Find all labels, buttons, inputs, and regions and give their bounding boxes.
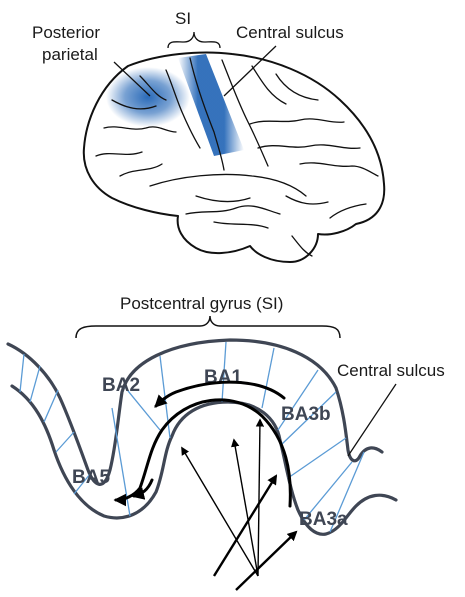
postcentral-gyrus-brace xyxy=(76,316,340,338)
cortical-layers xyxy=(20,342,364,532)
intracortical-flow-arrows xyxy=(116,382,290,506)
posterior-parietal-label-line2: parietal xyxy=(42,45,98,64)
postcentral-gyrus-title: Postcentral gyrus (SI) xyxy=(120,294,283,313)
central-sulcus-pointer-bottom xyxy=(348,384,396,456)
area-ba3a-label: BA3a xyxy=(299,509,348,530)
posterior-parietal-highlight xyxy=(106,67,190,127)
central-sulcus-label-bottom: Central sulcus xyxy=(337,361,445,380)
area-ba5-label: BA5 xyxy=(72,467,110,488)
posterior-parietal-label-line1: Posterior xyxy=(32,23,100,42)
input-arrow-5 xyxy=(236,532,296,590)
input-arrow-3 xyxy=(258,420,260,576)
flow-arrow-outer xyxy=(116,400,290,506)
area-ba2-label: BA2 xyxy=(102,375,140,396)
central-sulcus-label-top: Central sulcus xyxy=(236,23,344,42)
si-label: SI xyxy=(175,9,191,28)
brain-lateral-view xyxy=(84,53,384,263)
area-ba3b-label: BA3b xyxy=(281,404,331,425)
thalamic-input-arrows xyxy=(182,420,296,590)
si-brace xyxy=(168,32,220,48)
lateral-fissure xyxy=(150,174,306,196)
